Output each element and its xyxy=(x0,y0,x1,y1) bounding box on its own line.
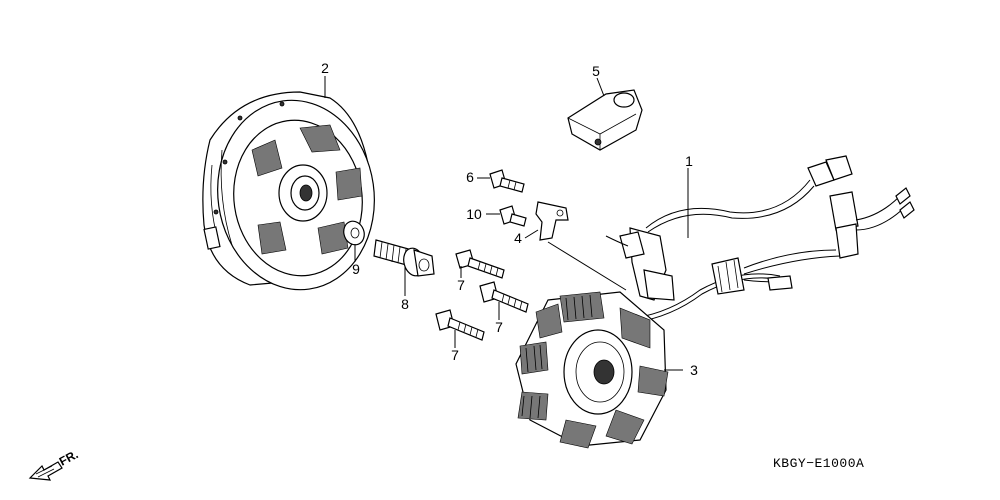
callout-9: 9 xyxy=(352,261,360,277)
screw-part-10[interactable] xyxy=(499,205,527,227)
wire-harness-part-1[interactable] xyxy=(605,155,915,325)
front-arrow-icon xyxy=(28,461,63,481)
callout-1: 1 xyxy=(685,153,693,169)
screw-part-6[interactable] xyxy=(489,169,525,193)
callout-7c: 7 xyxy=(451,347,459,363)
callout-2: 2 xyxy=(321,60,329,76)
bolt-part-7b[interactable] xyxy=(479,281,529,313)
cover-part-5[interactable] xyxy=(567,89,643,151)
callout-4: 4 xyxy=(514,230,522,246)
bolt-part-7c[interactable] xyxy=(435,309,485,341)
leader-lines xyxy=(324,76,689,371)
diagram-code: KBGY−E1000A xyxy=(773,456,864,471)
washer-part[interactable] xyxy=(340,218,367,247)
clamp-part-4[interactable] xyxy=(535,201,569,241)
callout-6: 6 xyxy=(466,169,474,185)
callout-3: 3 xyxy=(690,362,698,378)
callout-10: 10 xyxy=(466,206,482,222)
flywheel-part[interactable] xyxy=(202,90,387,300)
callout-7b: 7 xyxy=(495,319,503,335)
callout-7a: 7 xyxy=(457,277,465,293)
callout-labels: 1 2 3 4 5 6 7 7 7 8 9 10 xyxy=(321,60,698,378)
callout-8: 8 xyxy=(401,296,409,312)
stator-part[interactable] xyxy=(515,291,669,449)
flange-bolt-part-8[interactable] xyxy=(373,239,435,278)
callout-5: 5 xyxy=(592,63,600,79)
bolt-part-7a[interactable] xyxy=(455,249,505,279)
front-direction-indicator: FR. xyxy=(28,447,80,481)
